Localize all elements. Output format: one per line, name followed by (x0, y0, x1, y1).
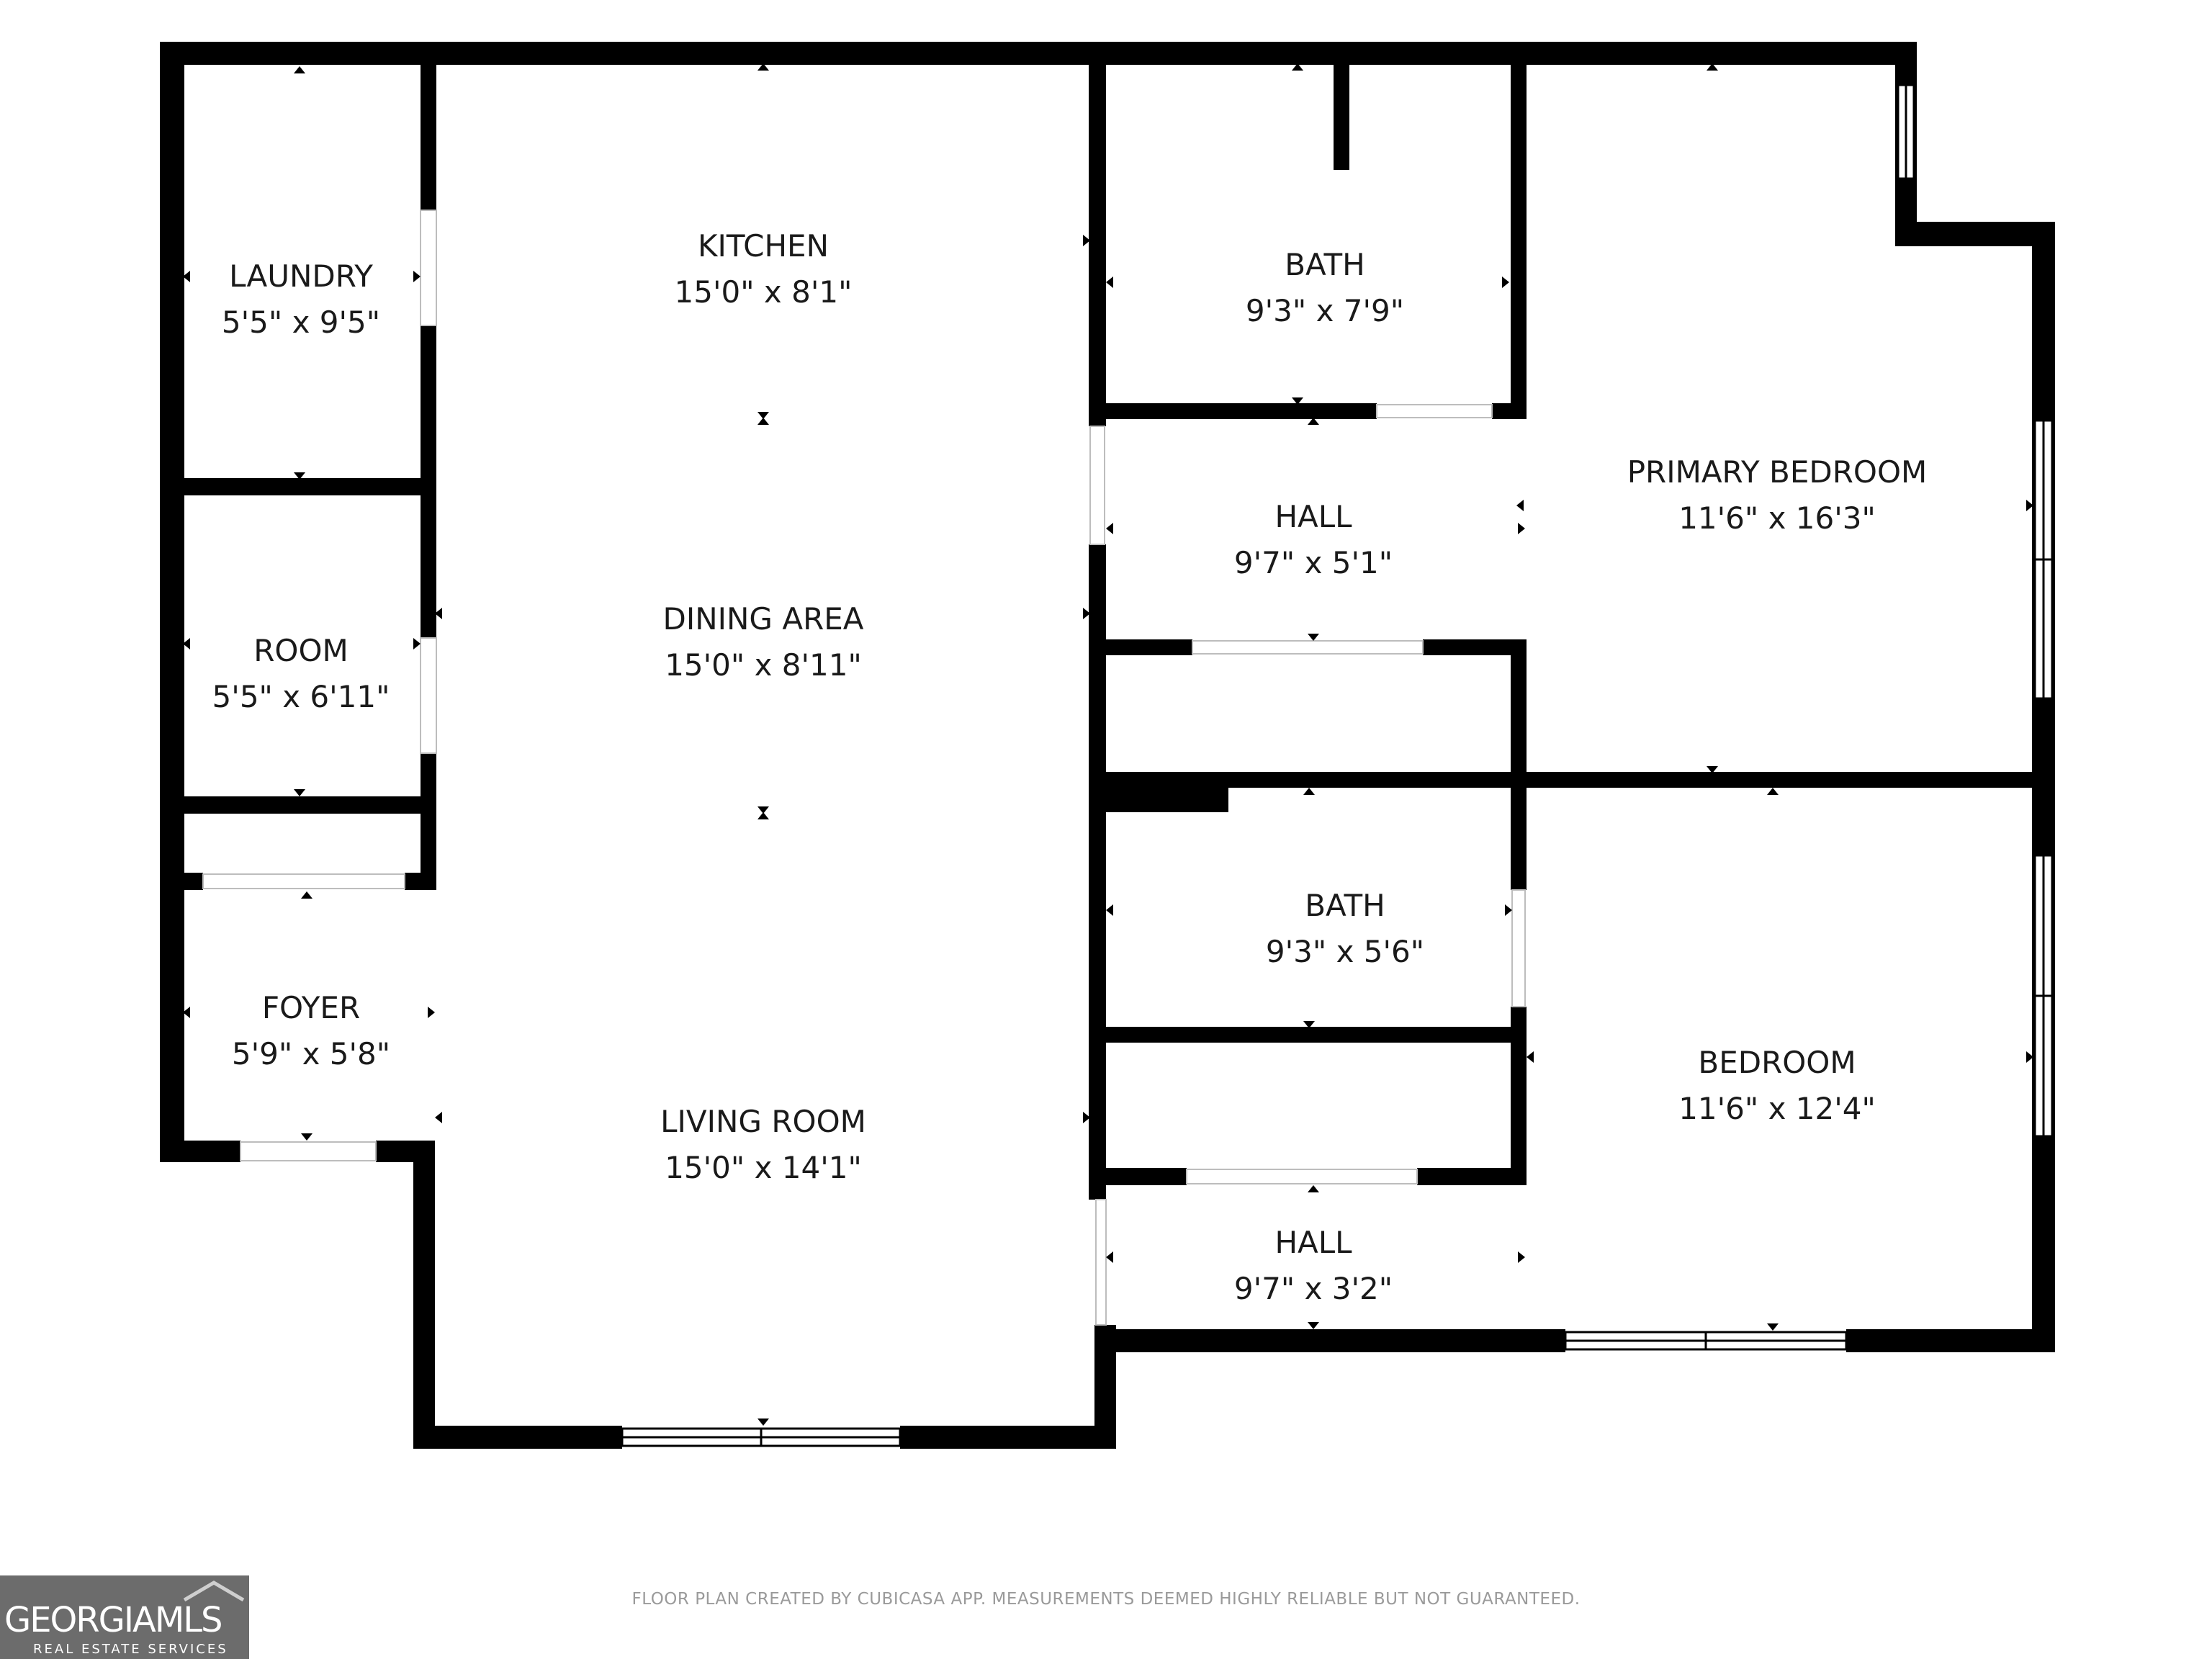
windows (621, 84, 2054, 1447)
living-dims: 15'0" x 14'1" (665, 1150, 862, 1185)
bedroom-name: BEDROOM (1698, 1045, 1856, 1080)
georgia-mls-logo: GEORGIAMLS REAL ESTATE SERVICES (0, 1575, 249, 1659)
bath1-name: BATH (1285, 247, 1365, 282)
living-name: LIVING ROOM (660, 1104, 866, 1139)
hall2-name: HALL (1274, 1225, 1352, 1260)
dining-dims: 15'0" x 8'11" (665, 647, 862, 683)
laundry-name: LAUNDRY (229, 258, 373, 294)
bath2-dims: 9'3" x 5'6" (1266, 934, 1424, 969)
foyer-dims: 5'9" x 5'8" (232, 1036, 390, 1071)
kitchen-dims: 15'0" x 8'1" (675, 274, 853, 310)
door-openings (202, 210, 1526, 1326)
hall1-dims: 9'7" x 5'1" (1234, 545, 1393, 580)
hall1-name: HALL (1274, 499, 1352, 534)
logo-main-text: GEORGIAMLS (4, 1600, 222, 1640)
dimension-markers (183, 63, 2033, 1426)
foyer-name: FOYER (262, 990, 360, 1025)
walls (160, 42, 2055, 1449)
bath1-dims: 9'3" x 7'9" (1246, 293, 1404, 328)
laundry-dims: 5'5" x 9'5" (222, 305, 380, 340)
room-name: ROOM (253, 633, 349, 668)
logo-sub-text: REAL ESTATE SERVICES (33, 1642, 228, 1657)
bedroom-dims: 11'6" x 12'4" (1678, 1091, 1876, 1126)
bath2-name: BATH (1305, 888, 1385, 923)
primary-bedroom-dims: 11'6" x 16'3" (1678, 500, 1876, 536)
room-labels: LAUNDRY 5'5" x 9'5" ROOM 5'5" x 6'11" FO… (212, 228, 1928, 1306)
disclaimer-text: FLOOR PLAN CREATED BY CUBICASA APP. MEAS… (631, 1590, 1580, 1609)
dining-name: DINING AREA (662, 601, 863, 637)
room-dims: 5'5" x 6'11" (212, 679, 390, 714)
hall2-dims: 9'7" x 3'2" (1234, 1271, 1393, 1306)
roof-icon (183, 1581, 245, 1601)
primary-bedroom-name: PRIMARY BEDROOM (1627, 454, 1928, 490)
kitchen-name: KITCHEN (698, 228, 829, 264)
